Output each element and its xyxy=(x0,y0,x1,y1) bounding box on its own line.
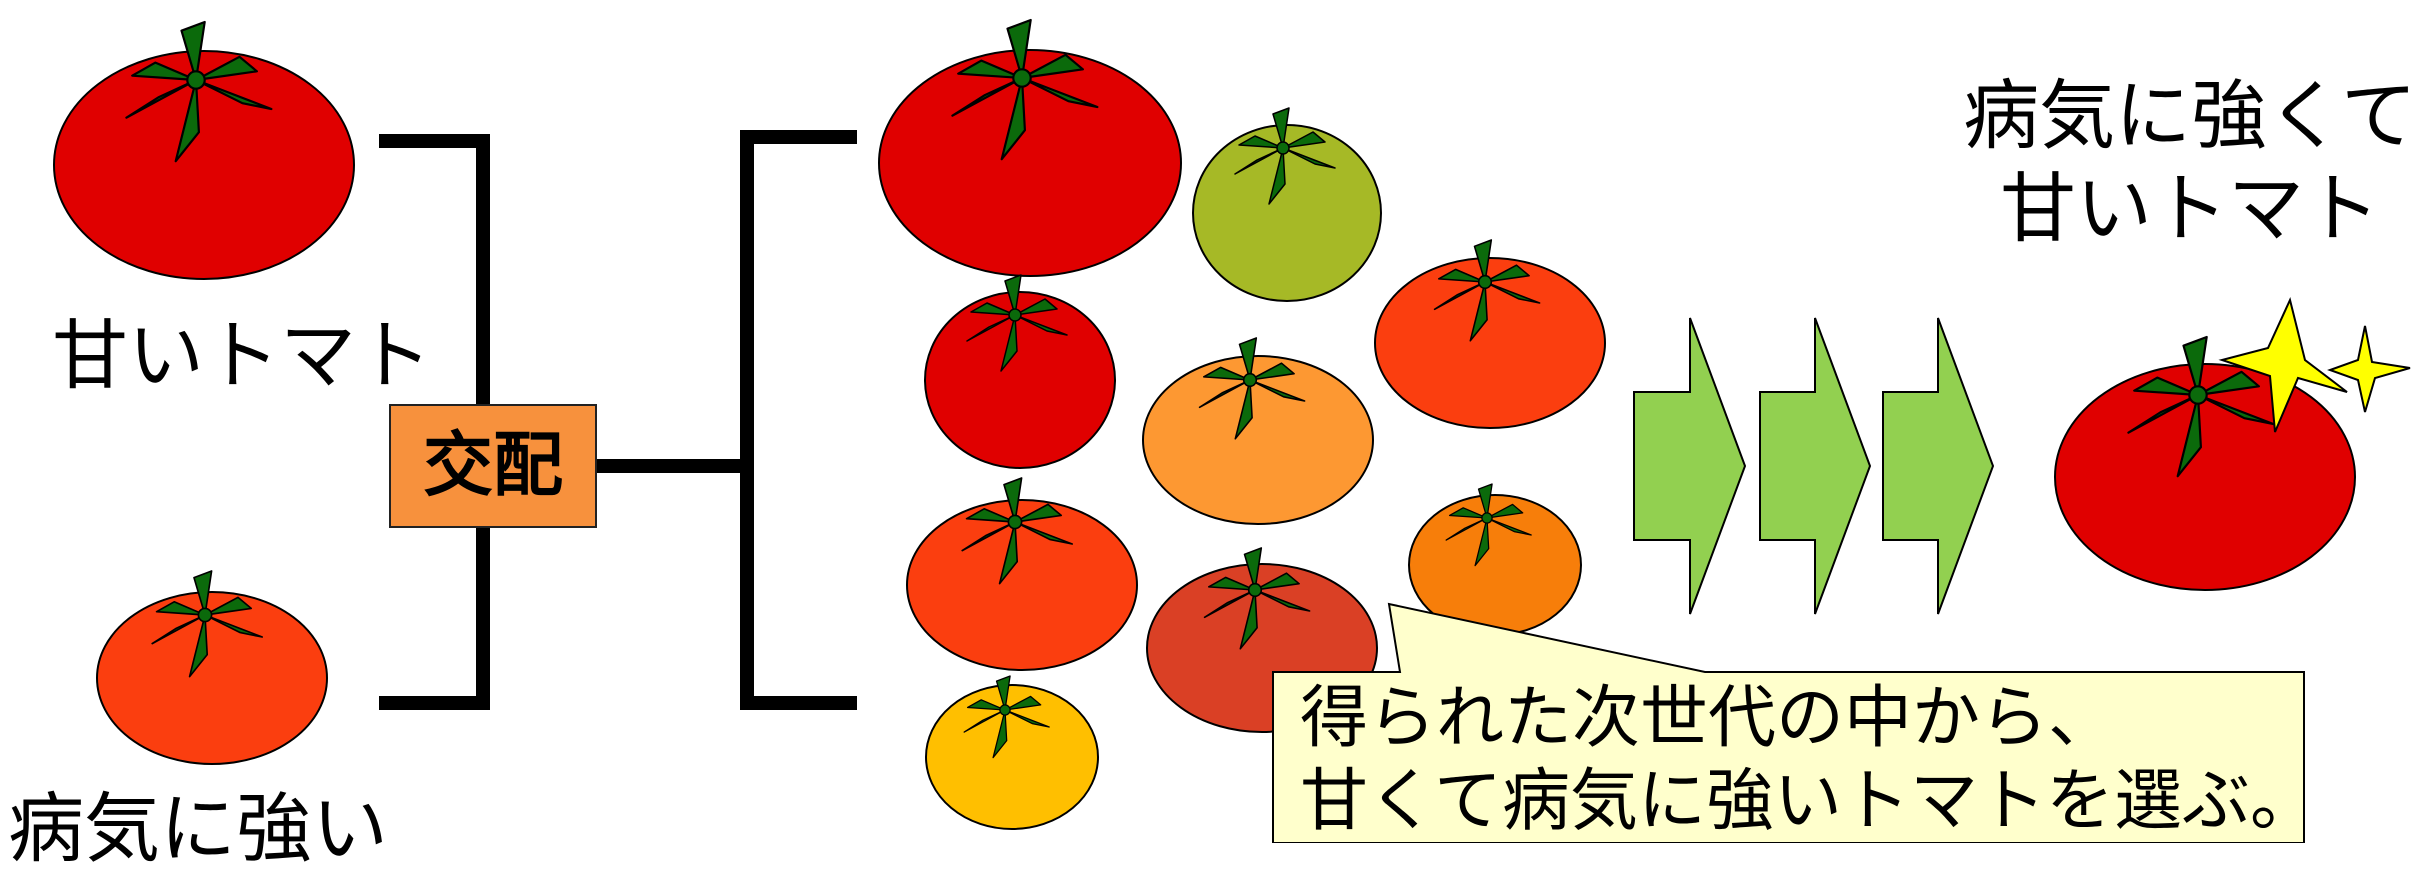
offspring-tomato-orange-red-right xyxy=(1374,239,1606,429)
offspring-tomato-green xyxy=(1192,107,1382,302)
cross-label-box: 交配 xyxy=(389,404,597,528)
parent-sweet-tomato xyxy=(53,20,355,280)
arrow-2 xyxy=(1759,317,1872,615)
offspring-tomato-orange xyxy=(1142,337,1374,525)
callout-text: 得られた次世代の中から、 甘くて病気に強いトマトを選ぶ。 xyxy=(1300,678,2318,844)
label-sweet-tomato: 甘いトマト xyxy=(52,311,432,400)
offspring-tomatoes xyxy=(878,18,1606,830)
sparkle-icon xyxy=(2218,296,2411,433)
label-disease-resistant: 病気に強い xyxy=(8,784,388,873)
offspring-tomato-orange-red-left xyxy=(906,477,1138,671)
target-label-line1: 病気に強くて xyxy=(1963,71,2417,160)
arrow-1 xyxy=(1633,317,1747,615)
callout-balloon xyxy=(1272,602,2305,843)
label-target-tomato: 病気に強くて 甘いトマト xyxy=(1955,70,2425,255)
selection-arrows xyxy=(1633,317,1995,615)
target-label-line2: 甘いトマト xyxy=(2000,163,2380,253)
callout-line2: 甘くて病気に強いトマトを選ぶ。 xyxy=(1300,761,2318,841)
arrow-3 xyxy=(1882,317,1995,615)
breeding-diagram xyxy=(53,18,2411,843)
offspring-tomato-red-small xyxy=(924,274,1116,469)
offspring-tomato-yellow xyxy=(925,675,1099,830)
offspring-tomato-red-large xyxy=(878,18,1182,277)
parent-resistant-tomato xyxy=(96,570,328,765)
offspring-tomato-deep-orange xyxy=(1408,483,1582,636)
callout-line1: 得られた次世代の中から、 xyxy=(1300,679,2117,758)
